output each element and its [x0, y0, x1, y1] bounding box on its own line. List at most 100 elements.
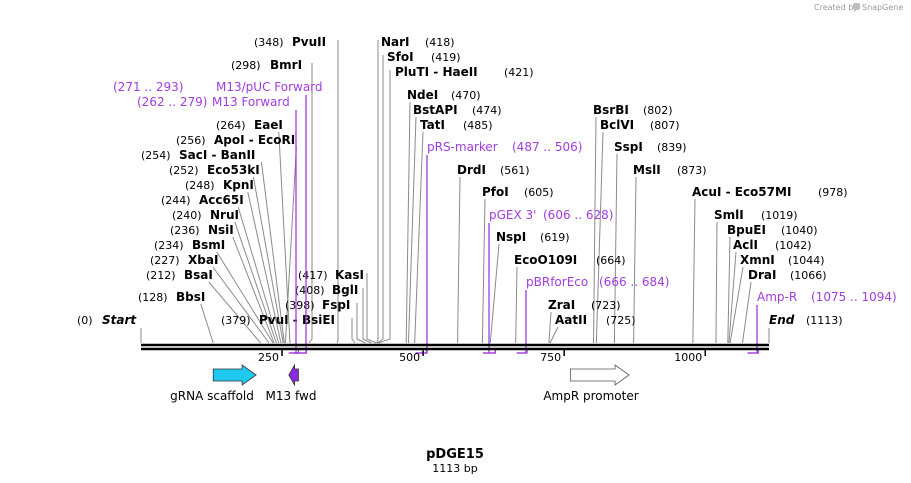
- primer-range: (487 .. 506): [512, 140, 582, 154]
- site-eaei[interactable]: (264)EaeI: [216, 118, 283, 132]
- site-position: (1042): [775, 239, 812, 252]
- site-position: (421): [504, 66, 534, 79]
- primer-m13-puc-forward[interactable]: (271 .. 293) M13/pUC Forward: [113, 80, 323, 354]
- site-connector: [376, 40, 379, 344]
- site-position: (128): [138, 291, 168, 304]
- ruler-tick-label: 250: [258, 351, 279, 364]
- site-zrai[interactable]: (723)ZraI: [548, 298, 621, 312]
- primer-name: M13 Forward: [212, 95, 290, 109]
- site-connector: [378, 70, 391, 344]
- site-sfoi[interactable]: (419)SfoI: [387, 50, 461, 64]
- site-bsrbi[interactable]: (802)BsrBI: [593, 103, 673, 117]
- site-fspi[interactable]: (398)FspI: [285, 298, 350, 312]
- primer-binding: [516, 350, 528, 354]
- site-connector: [260, 161, 285, 344]
- site-bmri[interactable]: (298)BmrI: [231, 58, 302, 72]
- site-position: (807): [650, 119, 680, 132]
- site-bstapi[interactable]: (474)BstAPI: [413, 103, 502, 117]
- site-tati[interactable]: (485)TatI: [420, 118, 493, 132]
- site-bbsi[interactable]: (128)BbsI: [138, 290, 205, 304]
- feature-ampr-promoter[interactable]: AmpR promoter: [543, 364, 639, 403]
- site-position: (298): [231, 59, 261, 72]
- site-bpuei[interactable]: (1040)BpuEI: [727, 223, 818, 237]
- site-connector: [593, 116, 597, 344]
- site-pvui-bsiei[interactable]: (379)PvuI - BsiEI: [221, 313, 335, 327]
- ruler-tick-label: 1000: [674, 351, 702, 364]
- primer-pbrforeco[interactable]: (666 .. 684)pBRforEco: [516, 275, 670, 354]
- site-position: (978): [818, 186, 848, 199]
- feature-track: gRNA scaffold M13 fwd AmpR promoter: [170, 363, 639, 403]
- position-ruler: 250 500 750 1000: [258, 350, 706, 364]
- site-acc65i[interactable]: (244)Acc65I: [161, 193, 244, 207]
- site-eco53ki[interactable]: (252)Eco53kI: [169, 163, 260, 177]
- site-nari[interactable]: (418)NarI: [381, 35, 455, 49]
- site-sspi[interactable]: (839)SspI: [614, 140, 687, 154]
- site-position: (256): [176, 134, 206, 147]
- site-saci-banii[interactable]: (254)SacI - BanII: [141, 148, 255, 162]
- site-ndei[interactable]: (470)NdeI: [407, 88, 481, 102]
- site-msli[interactable]: (873)MslI: [633, 163, 707, 177]
- site-smli[interactable]: (1019)SmlI: [714, 208, 798, 222]
- site-xbai[interactable]: (227)XbaI: [150, 253, 218, 267]
- site-name: Eco53kI: [207, 163, 260, 177]
- site-bsai[interactable]: (212)BsaI: [146, 268, 213, 282]
- site-connector: [414, 131, 424, 344]
- site-position: (417): [298, 269, 328, 282]
- site-kasi[interactable]: (417)KasI: [298, 268, 364, 282]
- feature-grna-scaffold[interactable]: gRNA scaffold: [170, 364, 257, 403]
- primer-prs-marker[interactable]: (487 .. 506) pRS-marker: [415, 140, 583, 354]
- site-pfoi[interactable]: (605)PfoI: [482, 185, 554, 199]
- site-nsii[interactable]: (236) NsiI: [170, 223, 234, 237]
- site-name: SmlI: [714, 208, 744, 222]
- site-name: AcuI - Eco57MI: [692, 185, 791, 199]
- site-position: (236): [170, 224, 200, 237]
- site-bgli[interactable]: (408)BglI: [295, 283, 358, 297]
- site-bclvi[interactable]: (807) BclVI: [600, 118, 680, 132]
- site-position: (419): [431, 51, 461, 64]
- site-pvuii[interactable]: (348)PvuII: [254, 35, 326, 49]
- feature-m13-fwd[interactable]: M13 fwd: [266, 363, 317, 403]
- site-position: (873): [677, 164, 707, 177]
- primer-m13-forward[interactable]: (262 .. 279)M13 Forward: [137, 95, 300, 354]
- site-drdi[interactable]: (561)DrdI: [457, 163, 530, 177]
- site-position: (379): [221, 314, 251, 327]
- snapgene-brand-text: SnapGene: [862, 3, 903, 12]
- site-connector: [212, 266, 270, 344]
- start-marker: (0)Start: [77, 313, 142, 343]
- primer-name: M13/pUC Forward: [216, 80, 323, 94]
- site-kpni[interactable]: (248)KpnI: [185, 178, 254, 192]
- primer-pgex-3[interactable]: (606 .. 628)pGEX 3': [482, 208, 614, 354]
- site-bsmi[interactable]: (234)BsmI: [154, 238, 225, 252]
- site-position: (408): [295, 284, 325, 297]
- site-name: DrdI: [457, 163, 486, 177]
- primer-range: (271 .. 293): [113, 80, 183, 94]
- site-apoi-ecori[interactable]: (256) ApoI - EcoRI: [176, 133, 295, 147]
- site-ecoo109i[interactable]: (664)EcoO109I: [514, 253, 626, 267]
- feature-label: gRNA scaffold: [170, 389, 254, 403]
- ruler-tick-750: 750: [540, 350, 565, 364]
- site-name: XbaI: [188, 253, 218, 267]
- site-name: PfoI: [482, 185, 509, 199]
- site-aatii[interactable]: (725)AatII: [555, 313, 636, 327]
- site-pluti-haeii[interactable]: (421)PluTI - HaeII: [395, 65, 534, 79]
- site-name: NsiI: [208, 223, 234, 237]
- site-position: (725): [606, 314, 636, 327]
- site-connector: [613, 153, 618, 344]
- site-connector: [515, 266, 518, 344]
- site-acli[interactable]: (1042)AclI: [733, 238, 812, 252]
- site-connector: [727, 236, 731, 344]
- primer-name: pRS-marker: [427, 140, 498, 154]
- primer-amp-r[interactable]: (1075 .. 1094)Amp-R: [747, 290, 897, 354]
- site-connector: [715, 221, 718, 344]
- ruler-tick-label: 500: [399, 351, 420, 364]
- site-drai[interactable]: (1066)DraI: [748, 268, 827, 282]
- site-name: BclVI: [600, 118, 634, 132]
- site-acui-eco57mi[interactable]: (978) AcuI - Eco57MI: [692, 185, 848, 199]
- site-nrui[interactable]: (240)NruI: [172, 208, 239, 222]
- site-nspi[interactable]: (619)NspI: [496, 230, 570, 244]
- site-connector: [548, 311, 552, 344]
- site-connector: [247, 191, 282, 344]
- site-name: ApoI - EcoRI: [214, 133, 295, 147]
- start-label: Start: [102, 313, 137, 327]
- site-xmni[interactable]: (1044)XmnI: [740, 253, 825, 267]
